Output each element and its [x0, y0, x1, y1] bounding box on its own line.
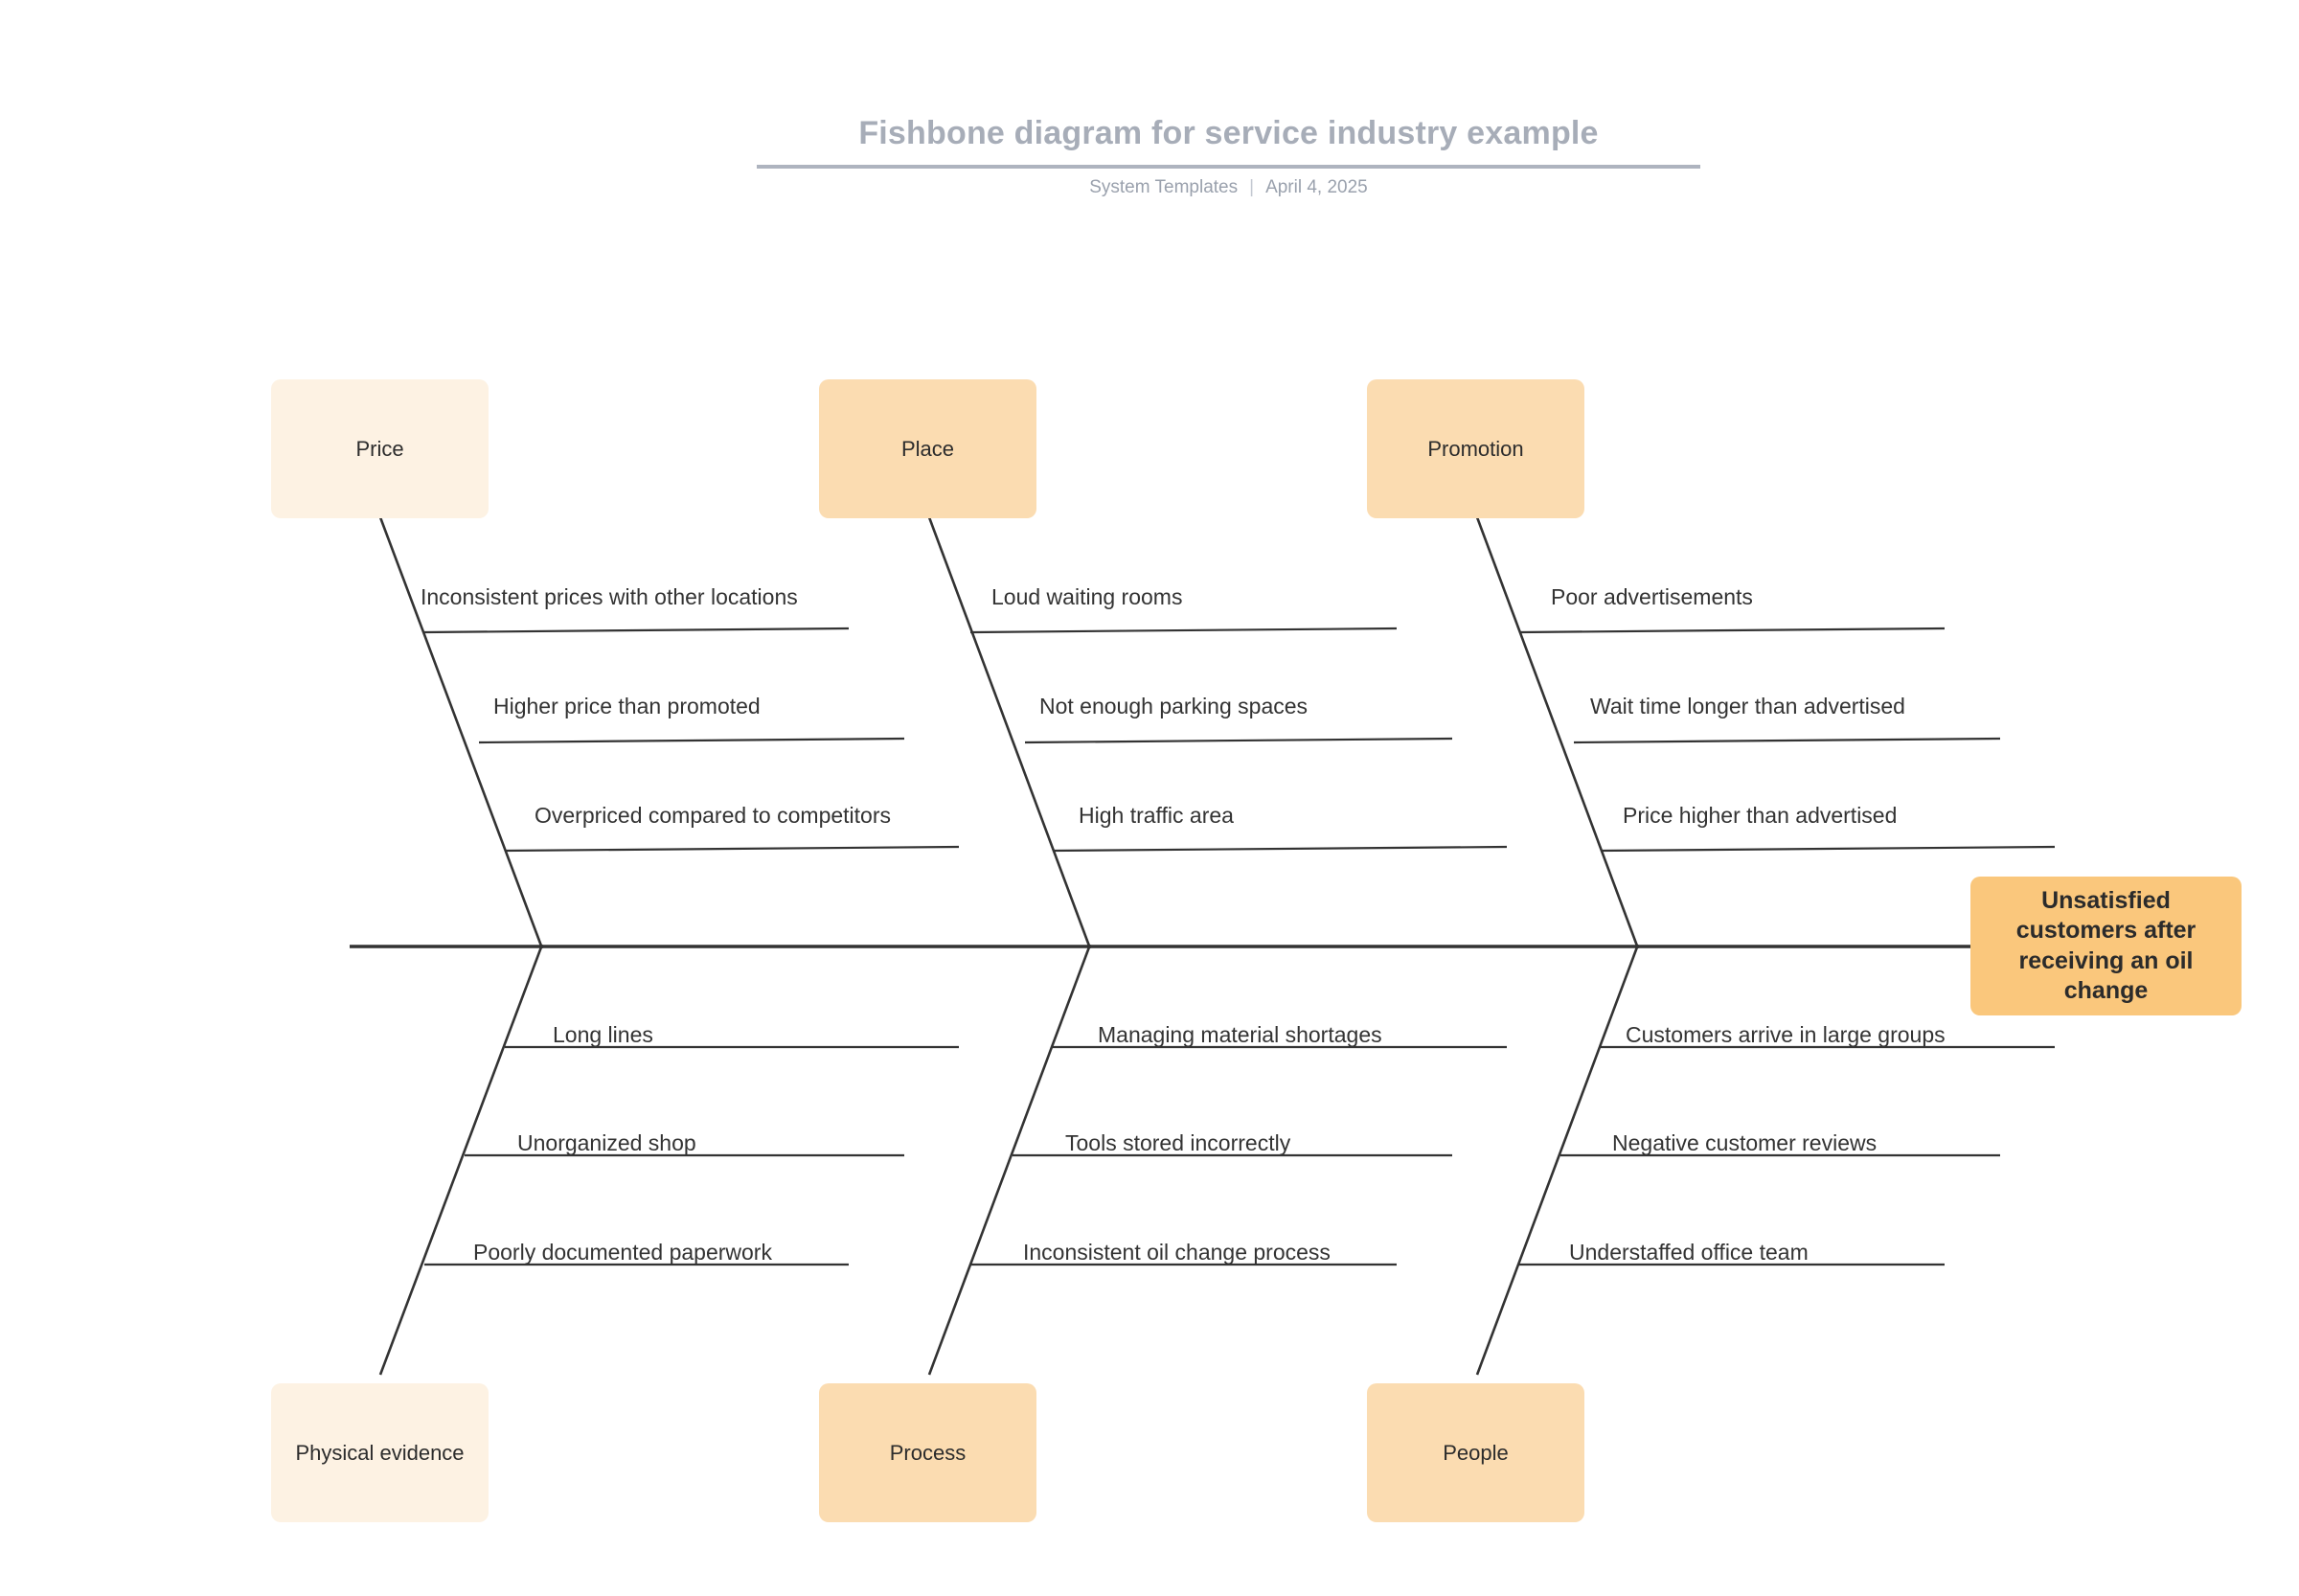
- rib-people: [1475, 944, 1640, 1376]
- cause-line-price-3: [504, 845, 960, 853]
- cause-promotion-3[interactable]: Price higher than advertised: [1623, 803, 1898, 828]
- cause-people-1[interactable]: Customers arrive in large groups: [1626, 1022, 1946, 1047]
- cause-process-3[interactable]: Inconsistent oil change process: [1023, 1240, 1331, 1265]
- category-label-people: People: [1443, 1440, 1509, 1465]
- document-author: System Templates: [1089, 177, 1239, 197]
- document-meta: System Templates | April 4, 2025: [757, 177, 1700, 198]
- effect-label: Unsatisfied customers after receiving an…: [2015, 886, 2197, 1005]
- title-divider: [757, 165, 1700, 169]
- category-box-price[interactable]: Price: [271, 379, 489, 518]
- cause-process-1[interactable]: Managing material shortages: [1098, 1022, 1382, 1047]
- cause-price-3[interactable]: Overpriced compared to competitors: [535, 803, 891, 828]
- cause-line-place-3: [1052, 845, 1508, 853]
- cause-physical-evidence-1[interactable]: Long lines: [553, 1022, 653, 1047]
- cause-people-3[interactable]: Understaffed office team: [1569, 1240, 1809, 1265]
- cause-line-promotion-2: [1573, 737, 2001, 744]
- category-label-process: Process: [889, 1440, 967, 1465]
- cause-place-1[interactable]: Loud waiting rooms: [991, 584, 1183, 609]
- category-box-process[interactable]: Process: [819, 1383, 1036, 1522]
- cause-line-price-2: [478, 737, 905, 744]
- cause-process-2[interactable]: Tools stored incorrectly: [1065, 1130, 1291, 1155]
- category-label-place: Place: [900, 436, 955, 461]
- cause-line-place-2: [1024, 737, 1453, 744]
- rib-physical-evidence: [378, 944, 544, 1376]
- cause-physical-evidence-3[interactable]: Poorly documented paperwork: [473, 1240, 772, 1265]
- category-label-promotion: Promotion: [1427, 436, 1524, 461]
- cause-price-1[interactable]: Inconsistent prices with other locations: [421, 584, 798, 609]
- cause-price-2[interactable]: Higher price than promoted: [493, 694, 761, 718]
- category-box-people[interactable]: People: [1367, 1383, 1584, 1522]
- category-box-physical-evidence[interactable]: Physical evidence: [271, 1383, 489, 1522]
- rib-place: [927, 516, 1092, 949]
- cause-line-place-1: [969, 627, 1398, 634]
- cause-line-promotion-1: [1518, 627, 1946, 634]
- category-box-place[interactable]: Place: [819, 379, 1036, 518]
- category-box-promotion[interactable]: Promotion: [1367, 379, 1584, 518]
- rib-process: [927, 944, 1092, 1376]
- cause-promotion-2[interactable]: Wait time longer than advertised: [1590, 694, 1905, 718]
- category-label-physical-evidence: Physical evidence: [295, 1440, 465, 1465]
- cause-promotion-1[interactable]: Poor advertisements: [1551, 584, 1753, 609]
- cause-place-2[interactable]: Not enough parking spaces: [1039, 694, 1309, 718]
- document-date: April 4, 2025: [1265, 177, 1368, 197]
- category-label-price: Price: [355, 436, 404, 461]
- cause-line-price-1: [423, 627, 850, 634]
- rib-price: [378, 516, 544, 949]
- meta-separator: |: [1249, 177, 1255, 197]
- effect-box[interactable]: Unsatisfied customers after receiving an…: [1970, 877, 2242, 1015]
- page-title: Fishbone diagram for service industry ex…: [858, 115, 1599, 151]
- rib-promotion: [1475, 516, 1640, 949]
- cause-place-3[interactable]: High traffic area: [1079, 803, 1234, 828]
- cause-physical-evidence-2[interactable]: Unorganized shop: [517, 1130, 696, 1155]
- cause-people-2[interactable]: Negative customer reviews: [1612, 1130, 1878, 1155]
- cause-line-promotion-3: [1600, 845, 2056, 853]
- document-header: Fishbone diagram for service industry ex…: [0, 0, 2299, 230]
